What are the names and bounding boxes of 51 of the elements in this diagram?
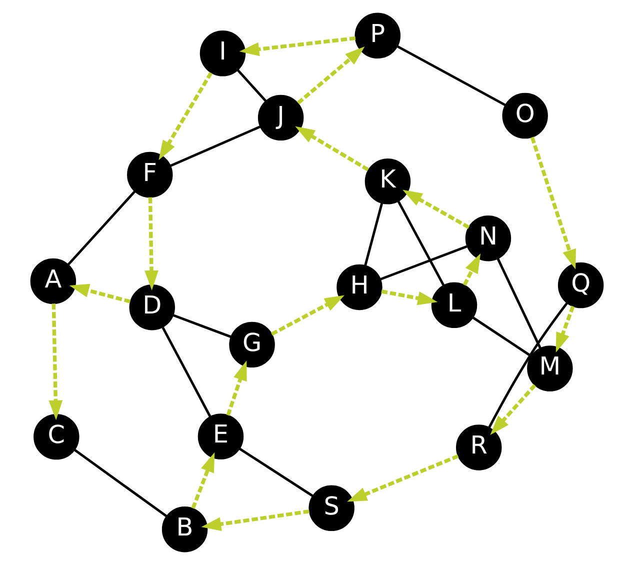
node-circle: N [465,215,512,262]
arrow [490,384,536,435]
connector [162,326,212,418]
arrow [530,136,576,270]
arrow [69,284,131,304]
node-circle: R [456,424,502,470]
arrow [48,303,63,420]
arrow [144,197,158,290]
node-circle: O [502,92,548,139]
connector [238,448,314,497]
node-circle: A [30,258,76,304]
connector [488,302,568,428]
node-circle: F [127,152,173,198]
arrow [295,126,370,172]
arrow [347,454,459,502]
node-circle: Q [558,262,604,308]
connector [236,69,267,102]
connector [397,200,445,286]
connector [396,45,506,106]
connector [380,245,468,280]
arrow [556,306,575,353]
arrow [462,253,481,286]
arrow [239,36,356,56]
arrow [381,290,438,306]
node-circle: B [162,506,208,552]
connector [496,258,542,349]
arrow [402,190,470,229]
arrow [296,46,365,104]
connector [170,126,261,167]
arrow [201,510,310,532]
arrow [270,295,344,336]
connector [472,316,532,358]
arrow [158,72,213,160]
node-circle: G [229,322,275,368]
arrow [191,452,215,509]
node-circle: E [198,414,244,460]
connector [172,314,232,338]
node-circle: D [129,284,175,330]
connector [67,190,136,266]
node-circle: I [200,30,246,76]
node-circle: S [308,485,354,532]
connector [364,202,384,266]
node-circle: K [364,158,411,204]
node-circle: J [258,94,304,141]
arrow [226,360,247,416]
node-circle: P [354,12,401,59]
node-circle: C [34,414,80,460]
connector [74,449,168,518]
node-circle: H [336,264,382,310]
node-circle: L [431,282,478,328]
node-circle: M [527,346,573,392]
